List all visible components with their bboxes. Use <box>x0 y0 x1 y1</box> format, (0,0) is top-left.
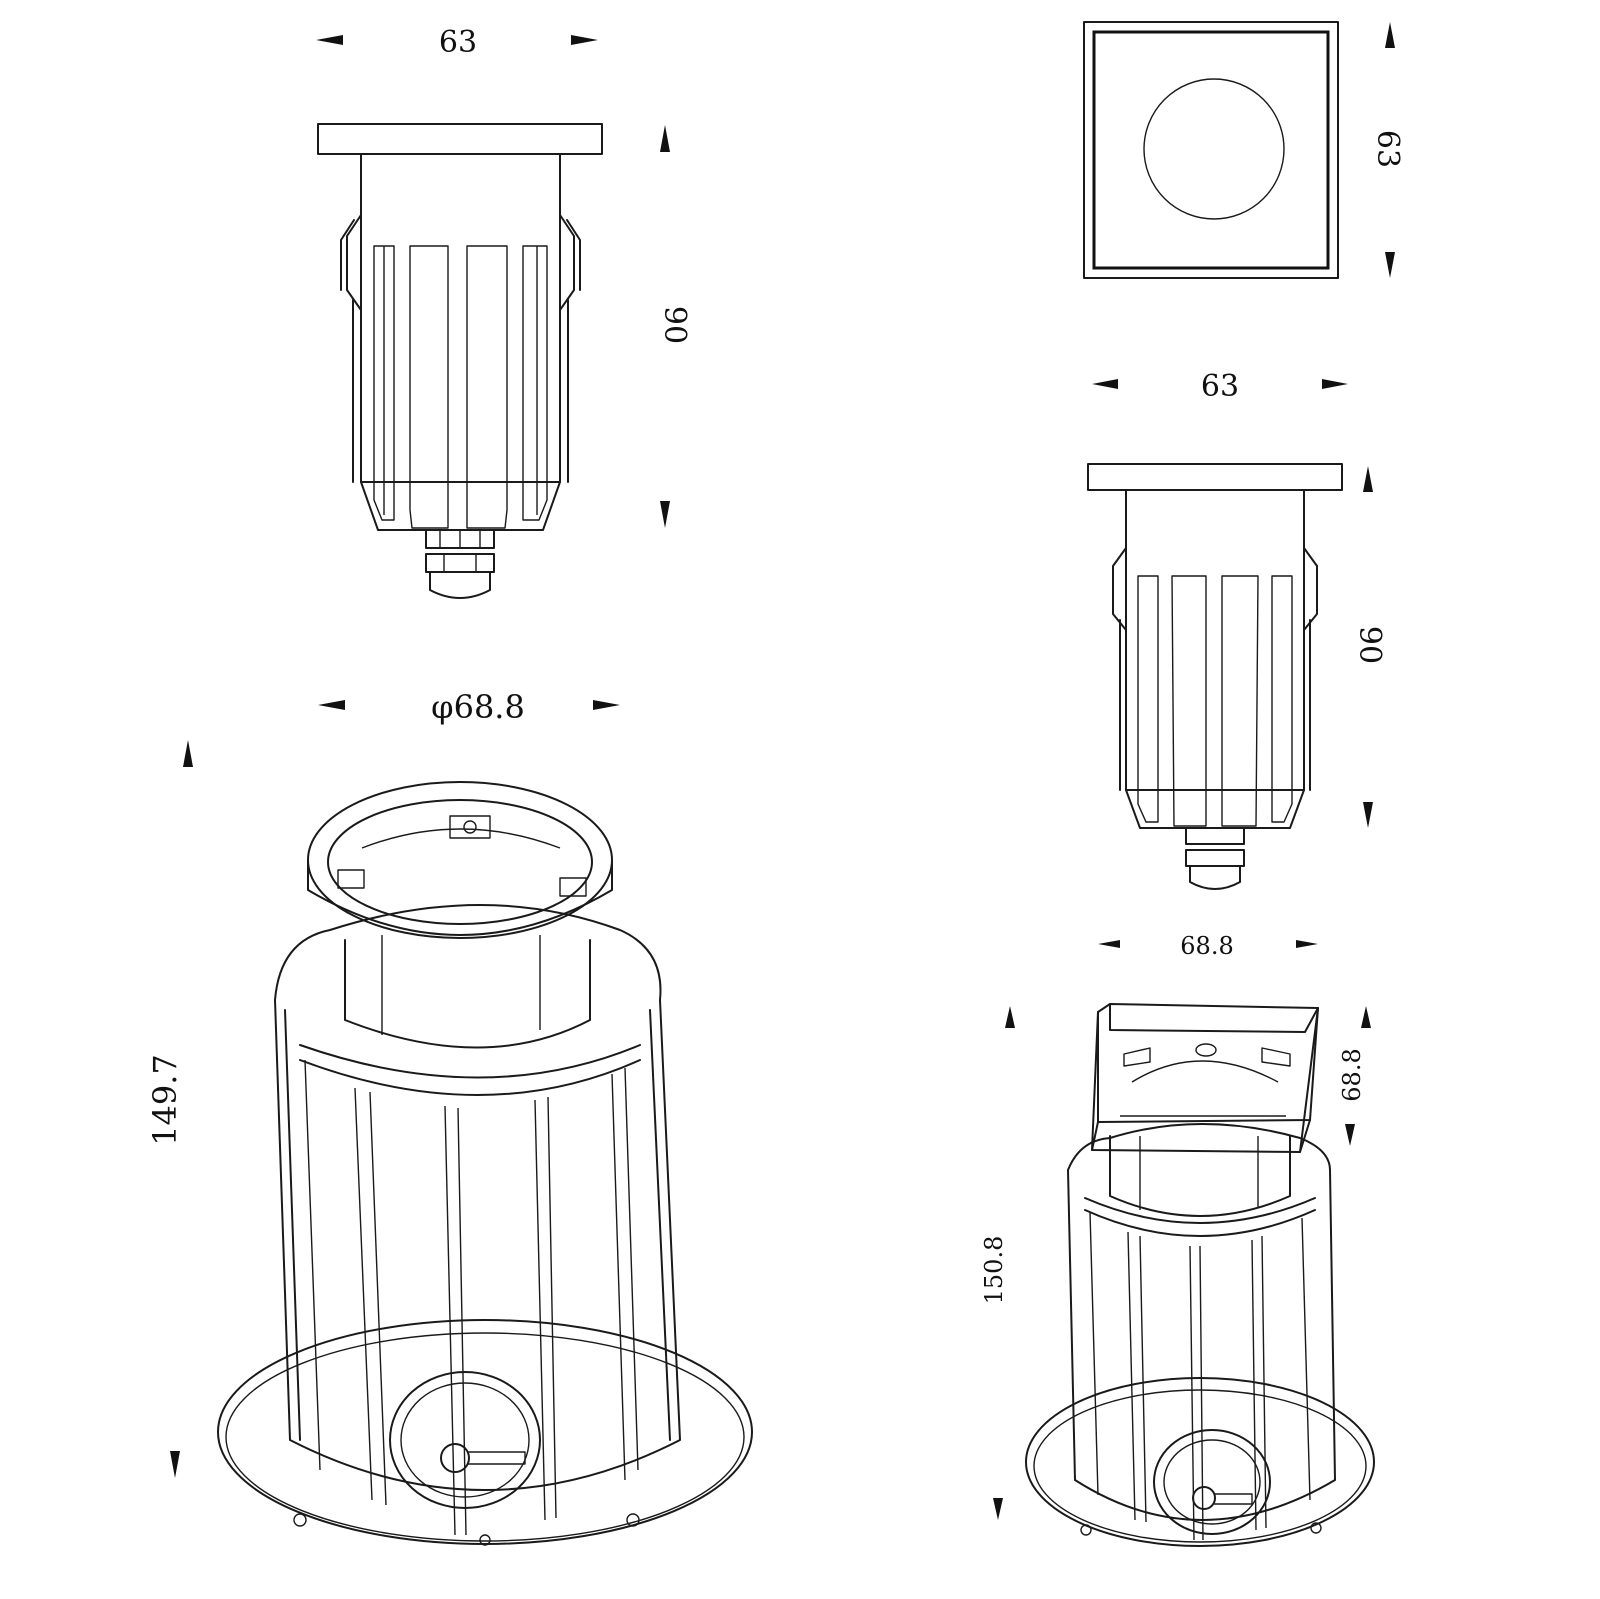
dim-arrow-left <box>318 700 345 710</box>
isometric-square-fixture: 68.8 68.8 150.8 <box>980 932 1375 1547</box>
dim-arrow-up <box>1363 466 1373 492</box>
dim-arrow-up <box>183 740 193 767</box>
dim-arrow-left <box>1098 940 1120 948</box>
housing-body <box>360 153 561 531</box>
dim-arrow-down <box>1363 802 1373 828</box>
top-flange <box>1087 463 1343 491</box>
housing-body <box>1125 489 1305 829</box>
inner-tube <box>344 939 591 1049</box>
cable-port <box>1153 1429 1271 1535</box>
lens-circle <box>1143 78 1285 220</box>
left-clip-inner <box>340 219 355 291</box>
dim-height-label: 149.7 <box>146 1054 184 1146</box>
dim-arrow-down <box>170 1451 180 1478</box>
dim-diameter-label: φ68.8 <box>431 688 525 726</box>
dim-arrow-up <box>660 125 670 152</box>
cable-entry <box>440 1443 470 1473</box>
dim-square-label: 63 <box>1370 130 1405 168</box>
dim-arrow-left <box>1092 379 1118 389</box>
top-flange <box>317 123 603 155</box>
outer-square <box>1083 21 1339 279</box>
ring-tab <box>559 877 587 897</box>
dim-arrow-left <box>316 35 343 45</box>
base-flange <box>1025 1377 1375 1547</box>
cable-entry <box>1192 1486 1216 1510</box>
gland-hex <box>425 553 495 573</box>
isometric-round-fixture: φ68.8 149.7 <box>146 688 753 1546</box>
dim-arrow-up <box>1385 22 1395 48</box>
dim-width-label: 63 <box>439 25 477 60</box>
dim-height-label: 90 <box>657 306 692 344</box>
ring-tab <box>337 869 365 889</box>
mount-hole <box>1310 1522 1322 1534</box>
dim-depth-label: 68.8 <box>1338 1048 1366 1101</box>
gland-hex <box>1185 849 1245 867</box>
top-view-square: 63 <box>1083 21 1405 279</box>
dim-width-label: 68.8 <box>1180 932 1233 960</box>
fin <box>466 245 508 529</box>
mount-hole <box>1080 1524 1092 1536</box>
dim-arrow-right <box>1322 379 1348 389</box>
right-clip-inner <box>566 219 581 291</box>
fin <box>373 245 395 521</box>
dim-arrow-down <box>1385 252 1395 278</box>
top-ring-band <box>307 859 613 936</box>
base-flange <box>217 1319 753 1545</box>
left-clip <box>1112 547 1127 631</box>
dim-height-label: 90 <box>1352 626 1387 664</box>
right-clip <box>1303 547 1318 631</box>
dim-height-label: 150.8 <box>980 1236 1008 1305</box>
gland-cap <box>1189 865 1241 890</box>
top-ring-inner <box>327 799 593 925</box>
dim-arrow-right <box>593 700 620 710</box>
top-ring-outer <box>307 781 613 939</box>
dim-arrow-down <box>993 1498 1003 1520</box>
housing-body <box>274 999 681 1491</box>
gland-cap <box>429 571 491 599</box>
dim-arrow-right <box>1296 940 1318 948</box>
dim-arrow-up <box>1005 1006 1015 1028</box>
inner-tube <box>1109 1135 1291 1217</box>
side-view-square-fixture: 63 90 <box>1087 369 1387 890</box>
dim-arrow-up <box>1361 1006 1371 1028</box>
dim-width-label: 63 <box>1201 369 1239 404</box>
ring-tab <box>449 815 491 839</box>
cap-slot <box>1123 1047 1151 1067</box>
cap-slot <box>1261 1047 1291 1067</box>
square-cap <box>1097 1003 1319 1123</box>
fin <box>522 245 548 521</box>
inner-square <box>1092 30 1330 270</box>
mount-hole <box>626 1513 640 1527</box>
mount-hole <box>293 1513 307 1527</box>
dim-arrow-down <box>1345 1124 1355 1146</box>
dim-arrow-down <box>660 501 670 528</box>
side-view-round-fixture: 63 90 <box>316 25 692 599</box>
dim-arrow-right <box>571 35 598 45</box>
cable-port <box>389 1371 541 1509</box>
fin <box>409 245 449 529</box>
mount-hole <box>479 1534 491 1546</box>
gland-nut <box>1185 827 1245 845</box>
